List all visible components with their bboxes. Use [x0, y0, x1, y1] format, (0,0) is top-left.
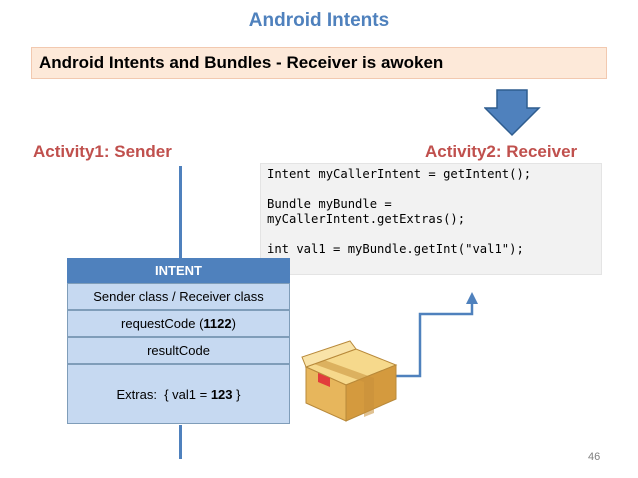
request-code-value: 1122	[203, 316, 232, 331]
intent-extras-row: Extras: { val1 = 123 }	[67, 364, 290, 424]
intent-class-row: Sender class / Receiver class	[67, 283, 290, 310]
code-snippet: Intent myCallerIntent = getIntent(); Bun…	[267, 167, 532, 257]
down-arrow-icon	[484, 89, 541, 137]
extras-close: }	[232, 386, 241, 402]
intent-request-code-row: requestCode (1122)	[67, 310, 290, 337]
package-icon	[301, 340, 398, 422]
subtitle-text: Android Intents and Bundles - Receiver i…	[39, 53, 444, 72]
intent-card: INTENT Sender class / Receiver class req…	[67, 258, 290, 424]
sender-timeline-top	[179, 166, 182, 258]
sender-timeline-bottom	[179, 425, 182, 459]
up-arrow-icon	[382, 292, 478, 378]
subtitle-banner	[31, 47, 607, 79]
activity1-label: Activity1: Sender	[33, 142, 172, 161]
request-code-label: requestCode (	[121, 316, 204, 331]
slide-title: Android Intents	[248, 10, 390, 31]
page-number: 46	[588, 451, 601, 463]
request-code-close: )	[231, 316, 236, 331]
extras-value: 123	[210, 386, 233, 402]
intent-header: INTENT	[67, 258, 290, 283]
intent-result-code-row: resultCode	[67, 337, 290, 364]
extras-label: Extras: { val1 =	[116, 386, 211, 402]
code-box	[260, 163, 602, 275]
activity2-label: Activity2: Receiver	[425, 142, 578, 161]
